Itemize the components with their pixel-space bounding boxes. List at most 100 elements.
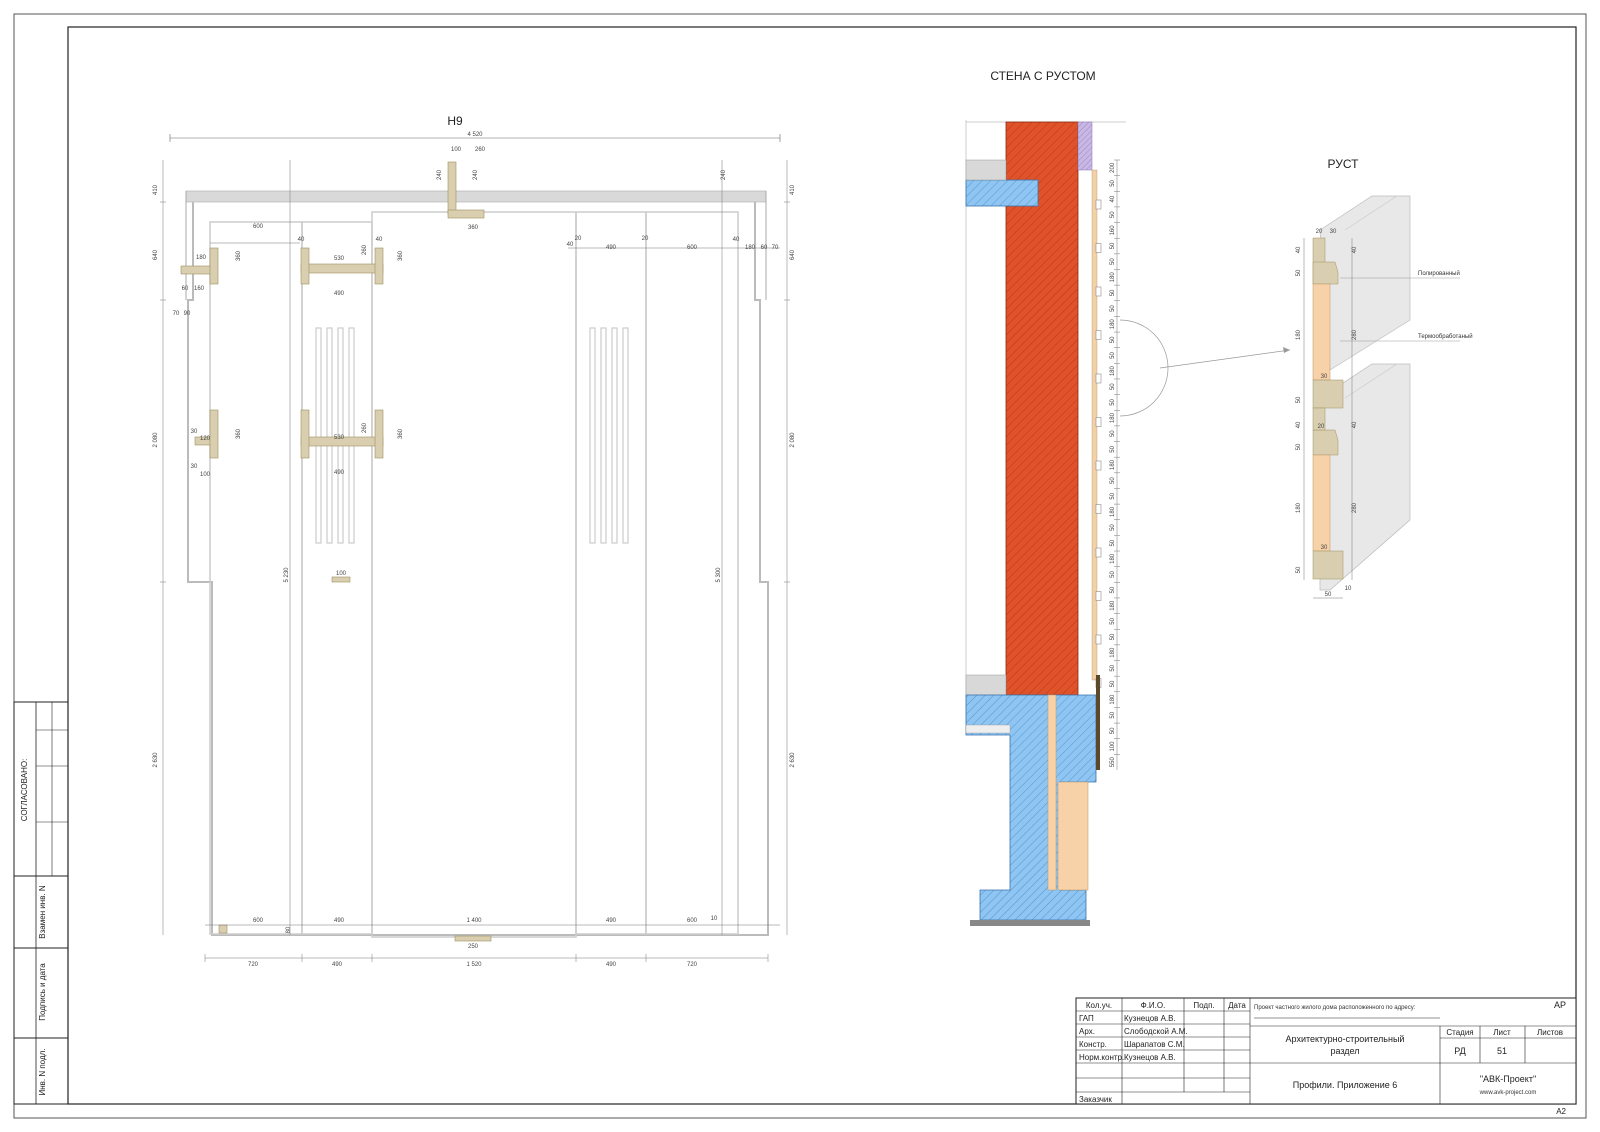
dim-240-c: 240 [721,169,727,180]
rust-dim-20: 20 [1316,229,1323,235]
tb-customer: Заказчик [1079,1095,1112,1104]
h9-elevation: Н9 4 520 [153,114,796,968]
rust-dim-50-c: 50 [1296,443,1302,450]
wall-title: СТЕНА С РУСТОМ [990,69,1095,83]
tb-role-1: Арх. [1079,1027,1095,1036]
wall-dim-label: 180 [1110,459,1116,470]
dim-40-c: 40 [567,242,574,248]
wall-dim-label: 180 [1110,600,1116,611]
rust-notch [1095,373,1102,384]
dim-260-b: 260 [362,422,368,433]
wall-dim-label: 50 [1110,445,1116,452]
dim-180-b: 180 [745,245,756,251]
wall-dim-label: 180 [1110,553,1116,564]
rust-dim-30-a: 30 [1321,374,1328,380]
rust-notch [1095,199,1102,210]
dim-100-b: 100 [336,571,347,577]
dim-40-d: 40 [733,237,740,243]
wall-dim-label: 180 [1110,506,1116,517]
rust-dim-10: 10 [1345,586,1352,592]
wall-dim-label: 50 [1110,258,1116,265]
tb-name-0: Кузнецов А.В. [1124,1014,1176,1023]
wall-dim-label: 200 [1110,162,1116,173]
stamp-inv-orig: Инв. N подл. [38,1048,47,1095]
wall-dim-label: 50 [1110,680,1116,687]
wall-dim-label: 50 [1110,477,1116,484]
dim-490-b: 490 [606,245,617,251]
tb-role-2: Констр. [1079,1040,1107,1049]
wall-dim-label: 50 [1110,727,1116,734]
rust-dim-30-b: 30 [1321,545,1328,551]
dim-360-e: 360 [398,428,404,439]
rust-dim-280-b: 280 [1352,502,1358,513]
dim-5300: 5 300 [716,567,722,583]
tb-sheet: 51 [1497,1046,1507,1056]
rust-dim-40-d: 40 [1352,421,1358,428]
dim-10: 10 [711,916,718,922]
dim-60-a: 60 [761,245,768,251]
wall-dim-label: 180 [1110,694,1116,705]
wall-dim-label: 50 [1110,617,1116,624]
tb-role-3: Норм.контр. [1079,1053,1124,1062]
wall-dim-label: 50 [1110,305,1116,312]
rust-notch [1095,547,1102,558]
dim-490-c: 490 [334,470,345,476]
inner-frame [67,26,1577,1105]
wall-dim-label: 50 [1110,211,1116,218]
dim-bottom-720-a: 720 [248,962,259,968]
wall-dim-label: 50 [1110,179,1116,186]
dim-left-2630: 2 630 [153,752,159,768]
dim-30-b: 30 [191,464,198,470]
wall-dim-label: 50 [1110,633,1116,640]
outer-frame [13,13,1587,1119]
dim-600-d: 600 [687,918,698,924]
wall-dim-label: 50 [1110,398,1116,405]
dim-120: 120 [200,436,211,442]
wall-dim-label: 180 [1110,365,1116,376]
dim-right-2080: 2 080 [790,432,796,448]
dim-right-2630: 2 630 [790,752,796,768]
rust-dim-180-b: 180 [1296,502,1302,513]
wall-dim-label: 100 [1110,741,1116,752]
wall-dim-label: 50 [1110,352,1116,359]
rust-notch [1095,504,1102,514]
rust-notch [1095,634,1102,645]
wall-dim-label: 180 [1110,272,1116,283]
rust-dim-20-b: 20 [1318,424,1325,430]
dim-bottom-490-a: 490 [332,962,343,968]
rust-notch [1095,286,1102,297]
wall-dim-label: 180 [1110,412,1116,423]
rust-notch [1095,460,1102,471]
rust-dim-40-a: 40 [1296,246,1302,253]
dim-250: 250 [468,944,479,950]
wall-section: СТЕНА С РУСТОМ 2005040501605050180505018… [965,69,1291,926]
dim-right-640: 640 [790,249,796,260]
rust-notch [1095,591,1102,601]
tb-header-date: Дата [1228,1001,1246,1010]
dim-40-b: 40 [376,237,383,243]
side-stamp: СОГЛАСОВАНО: Взамен инв. N Подпись и дат… [13,701,69,1105]
tb-section-1: Архитектурно-строительный [1286,1034,1405,1044]
dim-490-d: 490 [334,918,345,924]
dim-bottom-720-b: 720 [687,962,698,968]
tb-name-1: Слободской А.М. [1124,1027,1188,1036]
dim-530-a: 530 [334,256,345,262]
h9-title: Н9 [447,114,463,128]
wall-dim-label: 50 [1110,524,1116,531]
tb-name-2: Шарапатов С.М. [1124,1040,1185,1049]
rust-dim-40-c: 40 [1352,246,1358,253]
stamp-sign-date: Подпись и дата [38,963,47,1021]
dim-20-a: 20 [575,236,582,242]
tb-website: www.avk-project.com [1479,1090,1537,1096]
dim-40-a: 40 [298,237,305,243]
tb-project: Проект частного жилого дома расположенно… [1254,1005,1416,1011]
rust-dim-50-e: 50 [1325,592,1332,598]
dim-600-c: 600 [253,918,264,924]
dim-240-a: 240 [437,169,443,180]
tb-sheet-title: Профили. Приложение 6 [1293,1080,1397,1090]
dim-top-260: 260 [475,147,486,153]
wall-dim-label: 50 [1110,664,1116,671]
tb-role-0: ГАП [1079,1014,1094,1023]
rust-dim-50-b: 50 [1296,396,1302,403]
